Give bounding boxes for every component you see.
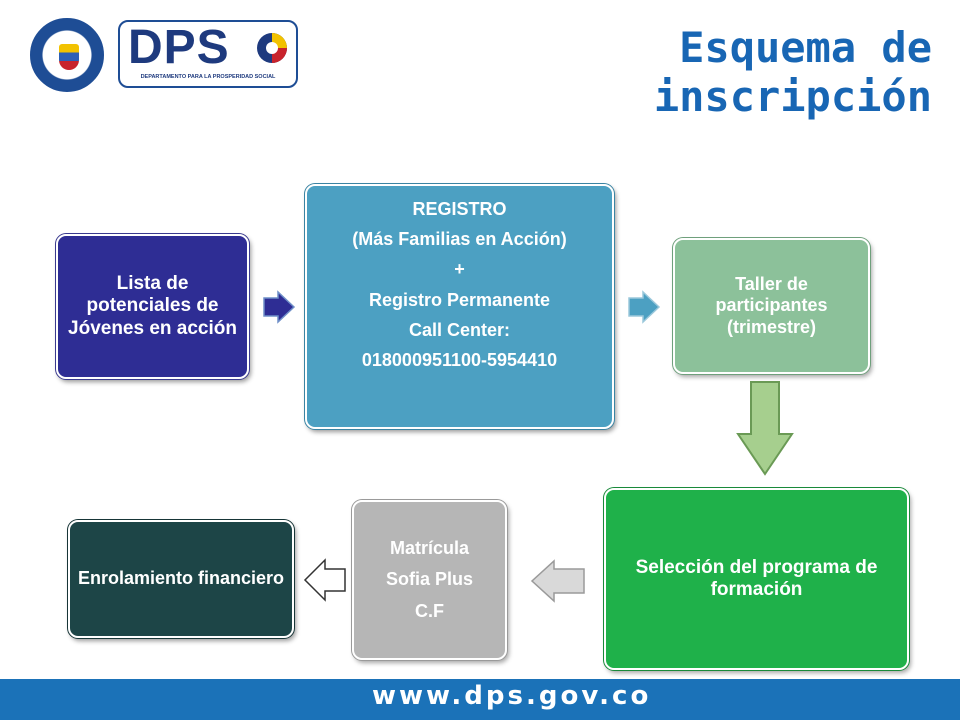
arrow-down-icon — [736, 381, 794, 476]
dps-logo-subtitle: DEPARTAMENTO PARA LA PROSPERIDAD SOCIAL — [140, 74, 276, 80]
page-title: Esquema de inscripción — [653, 23, 932, 121]
arrow-right-icon — [628, 290, 661, 324]
matricula-line-2: Sofia Plus — [385, 569, 474, 590]
step-registro: REGISTRO (Más Familias en Acción) + Regi… — [305, 184, 614, 429]
matricula-line-3: C.F — [415, 600, 444, 621]
footer-url: www.dps.gov.co — [372, 681, 652, 711]
dps-logo-colors-icon — [257, 33, 287, 63]
step-matricula: Matrícula Sofia Plus C.F — [352, 500, 507, 660]
footer-bar: www.dps.gov.co — [0, 679, 960, 720]
arrow-left-icon — [530, 559, 585, 603]
registro-line-5: Call Center: — [408, 319, 511, 340]
registro-line-3: + — [454, 259, 465, 280]
matricula-line-1: Matrícula — [389, 538, 470, 559]
coat-of-arms-icon — [59, 44, 79, 70]
step-taller-label: Taller de participantes (trimestre) — [715, 274, 828, 337]
dps-logo: DPS DEPARTAMENTO PARA LA PROSPERIDAD SOC… — [118, 20, 298, 88]
registro-line-2: (Más Familias en Acción) — [352, 229, 567, 250]
step-enrolamiento-financiero: Enrolamiento financiero — [68, 520, 294, 638]
step-enrolamiento-label: Enrolamiento financiero — [77, 568, 285, 589]
step-seleccion-label: Selección del programa de formación — [635, 556, 878, 600]
step-lista-potenciales: Lista de potenciales de Jóvenes en acció… — [56, 234, 249, 379]
dps-logo-word: DPS — [128, 21, 230, 74]
arrow-left-icon — [303, 558, 346, 602]
step-seleccion-programa: Selección del programa de formación — [604, 488, 909, 670]
registro-line-1: REGISTRO — [412, 199, 507, 219]
colombia-seal-logo — [30, 18, 104, 92]
registro-line-4: Registro Permanente — [368, 289, 551, 310]
registro-line-6: 018000951100-5954410 — [361, 350, 558, 371]
step-taller-participantes: Taller de participantes (trimestre) — [673, 238, 870, 374]
step-lista-label: Lista de potenciales de Jóvenes en acció… — [68, 272, 237, 339]
arrow-right-icon — [263, 290, 296, 324]
